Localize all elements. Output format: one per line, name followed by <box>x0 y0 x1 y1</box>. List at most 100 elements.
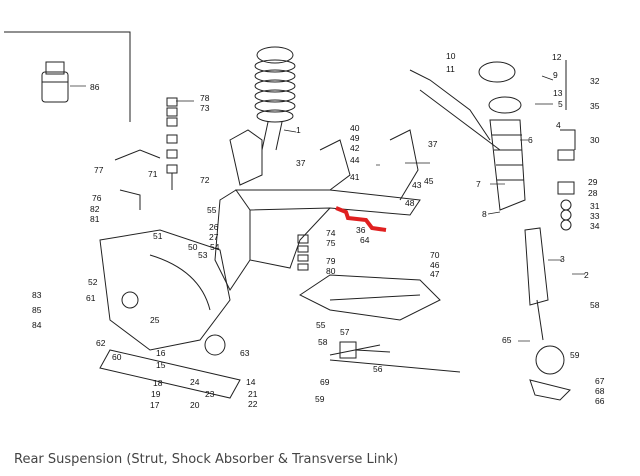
callout-32: 32 <box>590 76 600 86</box>
callout-27: 27 <box>209 232 219 242</box>
callout-64: 64 <box>360 235 370 245</box>
callout-42: 42 <box>350 143 360 153</box>
callout-5: 5 <box>558 99 563 109</box>
callout-44: 44 <box>350 155 360 165</box>
callout-45: 45 <box>424 176 434 186</box>
callout-63: 63 <box>240 348 250 358</box>
callout-56: 56 <box>373 364 383 374</box>
callout-78: 78 <box>200 93 210 103</box>
callout-16: 16 <box>156 348 166 358</box>
callout-9: 9 <box>553 70 558 80</box>
callout-31: 31 <box>590 201 600 211</box>
callout-73: 73 <box>200 103 210 113</box>
callout-29: 29 <box>588 177 598 187</box>
callout-36: 36 <box>356 225 366 235</box>
callout-54: 54 <box>210 242 220 252</box>
left-hub-assembly <box>99 229 241 399</box>
callout-69: 69 <box>320 377 330 387</box>
callout-12: 12 <box>552 52 562 62</box>
suspension-crossmember <box>214 129 421 291</box>
callout-8: 8 <box>482 209 487 219</box>
callout-55b: 55 <box>316 320 326 330</box>
callout-55a: 55 <box>207 205 217 215</box>
callout-85: 85 <box>32 305 42 315</box>
callout-50: 50 <box>188 242 198 252</box>
callout-18: 18 <box>153 378 163 388</box>
callout-75: 75 <box>326 238 336 248</box>
callout-67: 67 <box>595 376 605 386</box>
callout-77: 77 <box>94 165 104 175</box>
callout-24: 24 <box>190 377 200 387</box>
callout-74: 74 <box>326 228 336 238</box>
callout-23: 23 <box>205 389 215 399</box>
callout-51: 51 <box>153 231 163 241</box>
callout-4: 4 <box>556 120 561 130</box>
callout-17: 17 <box>150 400 160 410</box>
callout-1: 1 <box>296 125 301 135</box>
highlighted-bracket <box>335 206 387 232</box>
callout-25: 25 <box>150 315 160 325</box>
bushing-stack-right <box>557 60 576 231</box>
callout-52: 52 <box>88 277 98 287</box>
callout-59b: 59 <box>570 350 580 360</box>
callout-76: 76 <box>92 193 102 203</box>
callout-37b: 37 <box>428 139 438 149</box>
callout-10: 10 <box>446 51 456 61</box>
callout-59a: 59 <box>315 394 325 404</box>
callout-13: 13 <box>553 88 563 98</box>
callout-46: 46 <box>430 260 440 270</box>
callout-81: 81 <box>90 214 100 224</box>
callout-37a: 37 <box>296 158 306 168</box>
stabilizer-bushings <box>166 97 178 190</box>
washer-stack-middle <box>297 234 309 271</box>
callout-60: 60 <box>112 352 122 362</box>
callout-19: 19 <box>151 389 161 399</box>
callout-72: 72 <box>200 175 210 185</box>
callout-41: 41 <box>350 172 360 182</box>
callout-28: 28 <box>588 188 598 198</box>
callout-21: 21 <box>248 389 258 399</box>
callout-82: 82 <box>90 204 100 214</box>
rear-suspension-exploded-diagram: 1 2 3 4 5 6 7 8 9 10 11 12 13 14 15 16 1… <box>4 31 605 410</box>
bolt-56-icon <box>339 341 391 359</box>
leader-lines <box>70 75 585 342</box>
callout-14: 14 <box>246 377 256 387</box>
callout-43: 43 <box>412 180 422 190</box>
diagram-caption: Rear Suspension (Strut, Shock Absorber &… <box>14 452 399 467</box>
nut-inset-icon <box>41 61 69 103</box>
callout-35: 35 <box>590 101 600 111</box>
strut-shaft <box>261 121 283 151</box>
callout-7: 7 <box>476 179 481 189</box>
callout-70: 70 <box>430 250 440 260</box>
callout-66: 66 <box>595 396 605 406</box>
callout-numbers: 1 2 3 4 5 6 7 8 9 10 11 12 13 14 15 16 1… <box>32 51 605 410</box>
callout-47: 47 <box>430 269 440 279</box>
callout-49: 49 <box>350 133 360 143</box>
callout-53: 53 <box>198 250 208 260</box>
callout-68: 68 <box>595 386 605 396</box>
callout-33: 33 <box>590 211 600 221</box>
transverse-link <box>299 274 461 373</box>
callout-58b: 58 <box>590 300 600 310</box>
callout-71: 71 <box>148 169 158 179</box>
callout-15: 15 <box>156 360 166 370</box>
callout-86: 86 <box>90 82 100 92</box>
callout-80: 80 <box>326 266 336 276</box>
coil-spring-icon <box>254 46 296 123</box>
callout-34: 34 <box>590 221 600 231</box>
callout-61: 61 <box>86 293 96 303</box>
shock-absorber-icon <box>409 61 571 401</box>
callout-65: 65 <box>502 335 512 345</box>
callout-83: 83 <box>32 290 42 300</box>
callout-40: 40 <box>350 123 360 133</box>
callout-48: 48 <box>405 198 415 208</box>
inset-box <box>4 31 131 122</box>
callout-58a: 58 <box>318 337 328 347</box>
callout-2: 2 <box>584 270 589 280</box>
callout-6: 6 <box>528 135 533 145</box>
callout-84: 84 <box>32 320 42 330</box>
callout-62: 62 <box>96 338 106 348</box>
callout-26: 26 <box>209 222 219 232</box>
callout-57: 57 <box>340 327 350 337</box>
callout-20: 20 <box>190 400 200 410</box>
